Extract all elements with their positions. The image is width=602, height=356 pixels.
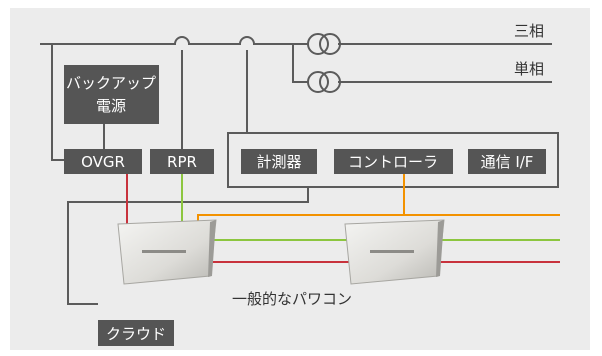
- controller-box: [334, 149, 453, 174]
- comm-if-box: [468, 149, 546, 174]
- main-bus-line: [40, 36, 552, 45]
- three-phase-label: 三相: [514, 22, 544, 40]
- ovgr-label: OVGR: [81, 153, 125, 171]
- single-phase-label: 単相: [514, 60, 544, 78]
- cloud-label: クラウド: [106, 325, 166, 343]
- cloud-box: [98, 320, 174, 346]
- backup-power-box: [64, 65, 159, 124]
- controller-label: コントローラ: [348, 153, 438, 171]
- single-phase-branch: [292, 44, 552, 83]
- meter-box: [241, 149, 317, 174]
- backup-power-label-line2: 電源: [96, 97, 126, 115]
- transformer-single-phase-icon: [307, 71, 341, 93]
- control-unit-container: [227, 132, 559, 188]
- comm-if-label: 通信 I/F: [481, 153, 534, 171]
- meter-label: 計測器: [256, 153, 301, 171]
- cloud-line: [67, 187, 309, 305]
- generic-pcs-label: 一般的なパワコン: [232, 290, 352, 308]
- pcs-unit-1: [117, 219, 217, 285]
- rpr-box: [150, 149, 214, 174]
- backup-power-label-line1: バックアップ: [66, 74, 156, 92]
- ovgr-feed-line: [51, 44, 64, 161]
- transformer-three-phase-icon: [307, 33, 341, 55]
- pcs-unit-2: [344, 219, 445, 285]
- ovgr-box: [64, 149, 142, 174]
- rpr-label: RPR: [167, 153, 197, 171]
